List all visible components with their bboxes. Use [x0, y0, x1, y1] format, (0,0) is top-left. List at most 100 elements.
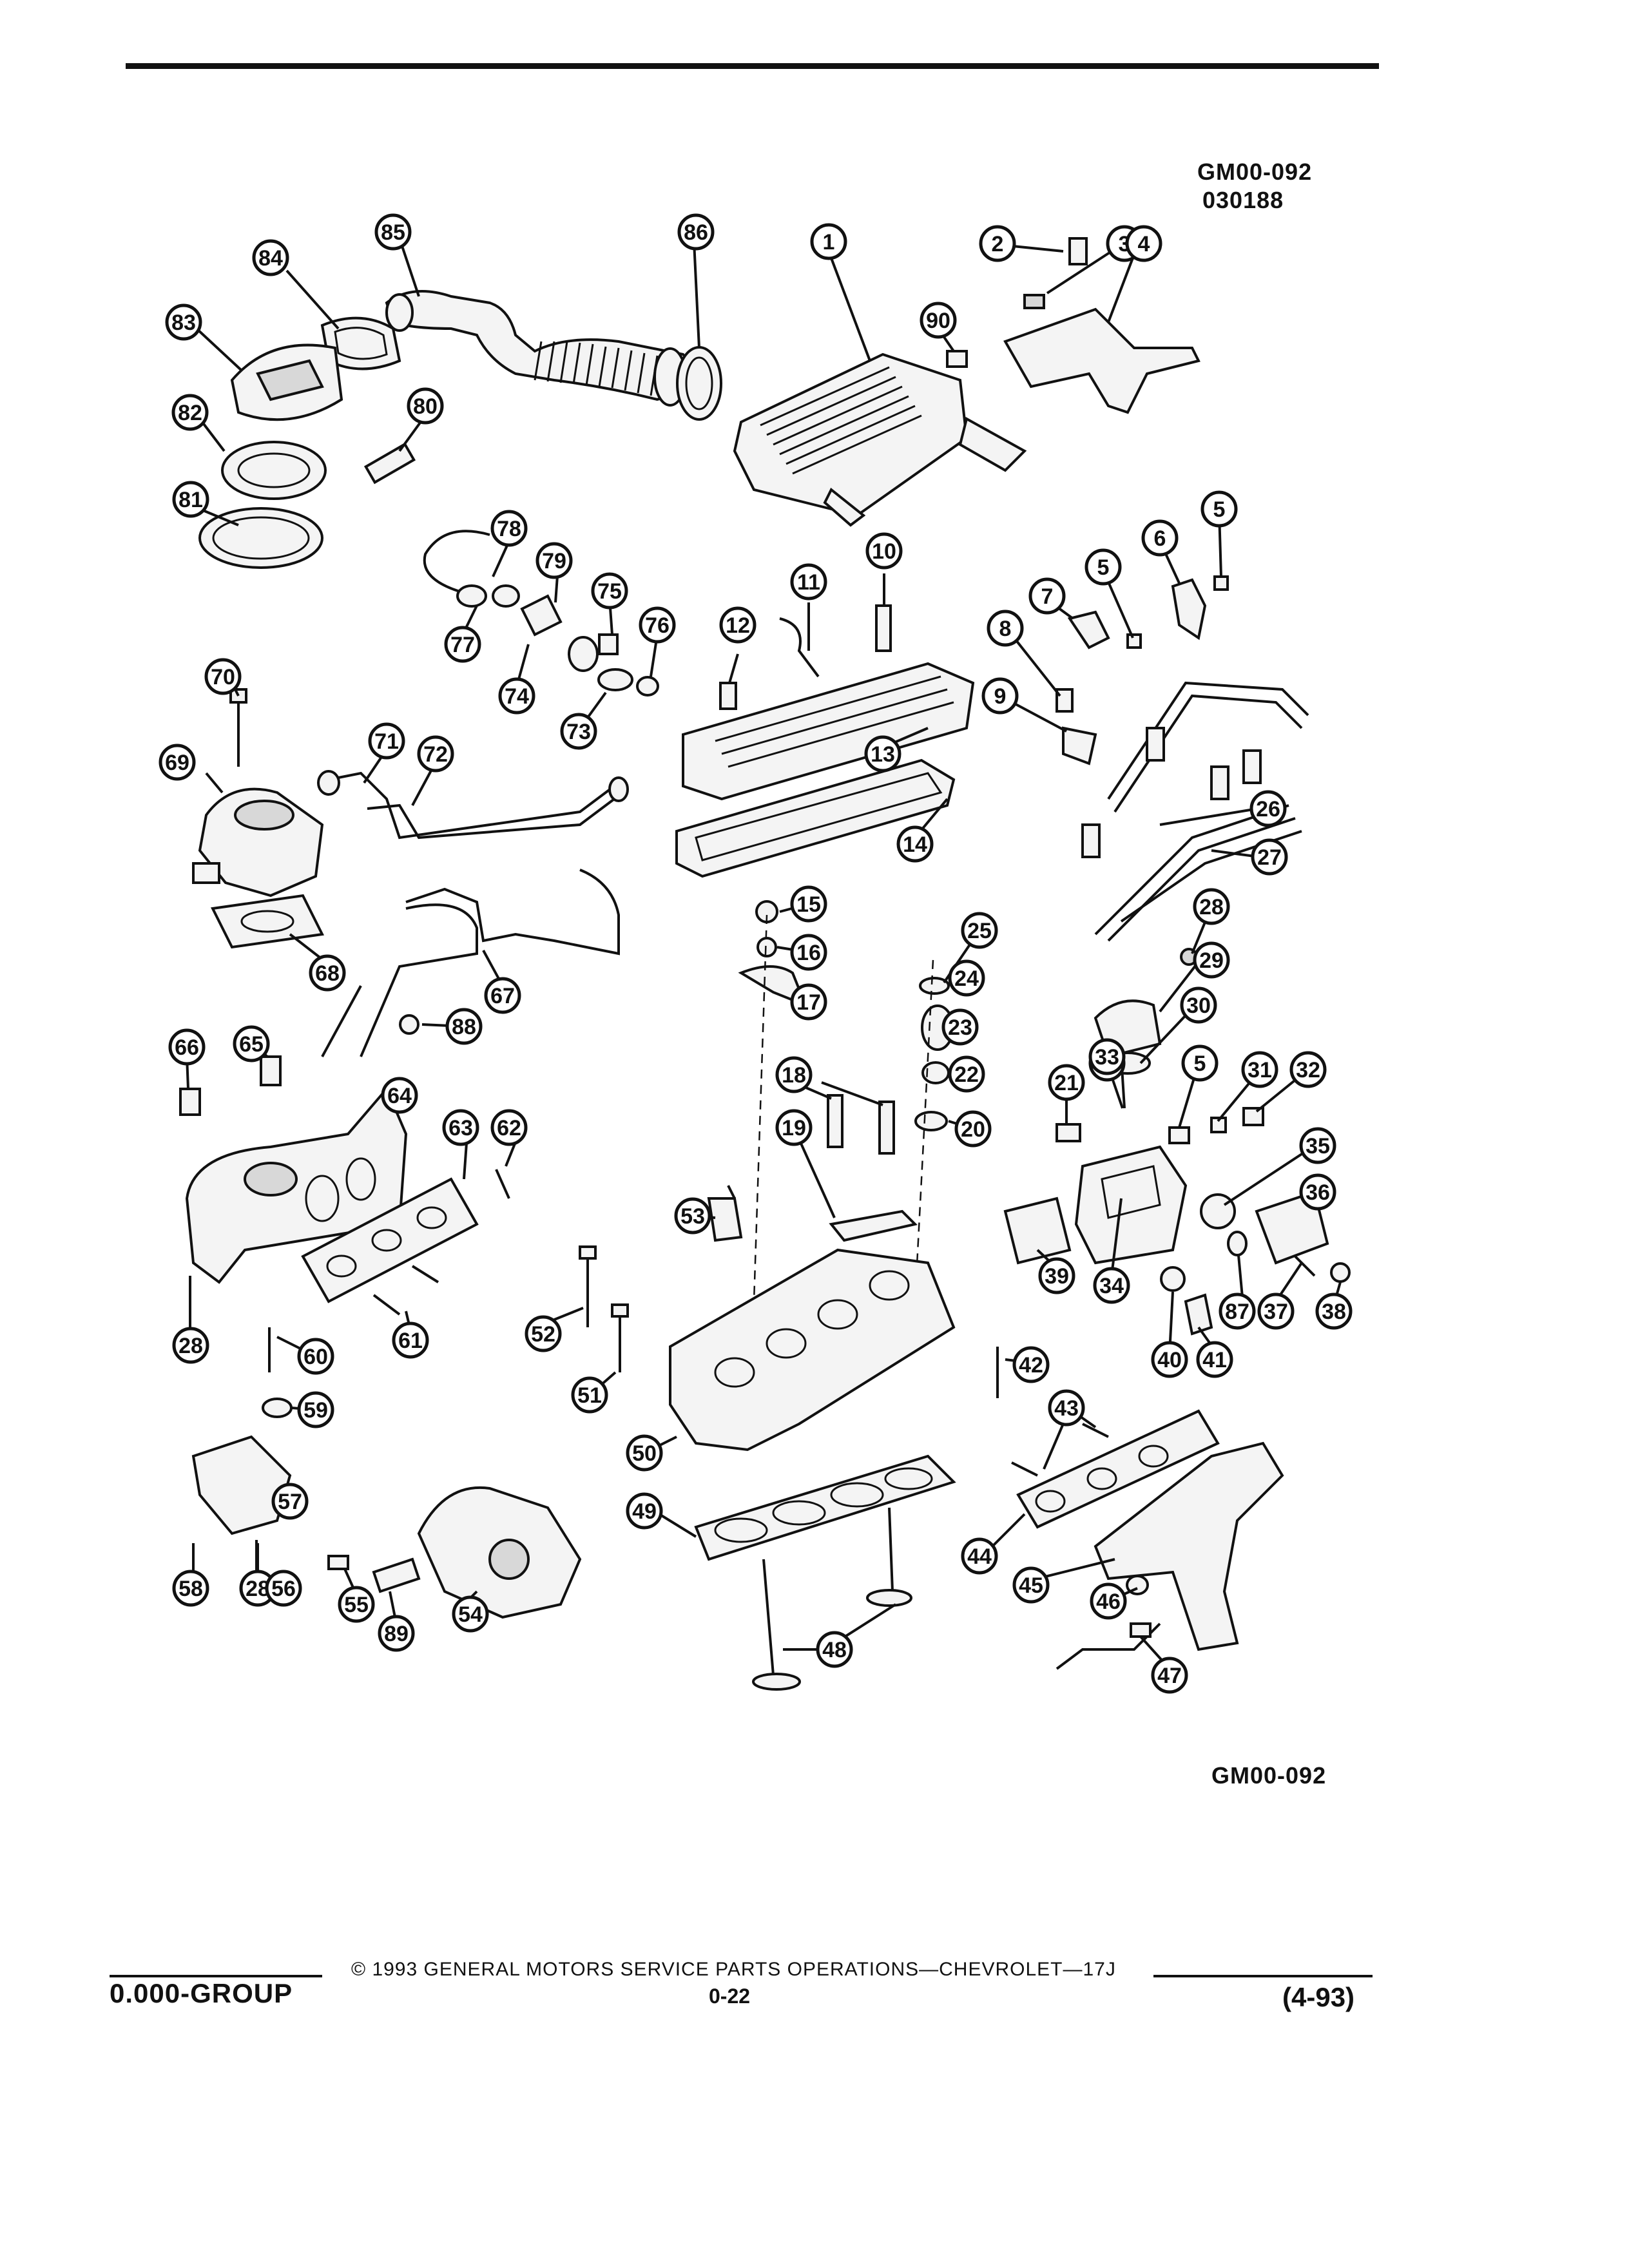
callout-label: 88: [452, 1015, 476, 1039]
callout-label: 31: [1248, 1058, 1272, 1082]
callout-label: 57: [278, 1490, 302, 1514]
callout-label: 35: [1306, 1134, 1330, 1158]
callout-20: 20: [954, 1110, 992, 1148]
callout-61: 61: [392, 1321, 429, 1359]
callout-46: 46: [1090, 1582, 1127, 1620]
callout-44: 44: [961, 1537, 998, 1575]
callout-label: 20: [961, 1117, 985, 1142]
callout-label: 80: [413, 394, 438, 419]
callout-label: 48: [822, 1638, 847, 1662]
callout-label: 32: [1296, 1058, 1320, 1082]
callout-24: 24: [948, 959, 985, 997]
callout-63: 63: [442, 1109, 479, 1146]
callout-52: 52: [525, 1315, 562, 1352]
callout-18: 18: [775, 1056, 813, 1093]
callout-circle: [941, 1008, 979, 1046]
footer-date: (4-93): [1282, 1982, 1355, 2012]
callout-label: 1: [823, 230, 835, 255]
callout-label: 18: [782, 1063, 806, 1088]
callout-label: 67: [490, 984, 515, 1008]
callout-label: 34: [1099, 1274, 1124, 1298]
callout-23: 23: [941, 1008, 979, 1046]
callout-circle: [1193, 888, 1230, 925]
callout-circle: [444, 626, 481, 663]
callout-circle: [775, 1109, 813, 1146]
callout-87: 87: [1219, 1293, 1256, 1330]
figure-code: GM00-092: [1197, 159, 1313, 185]
callout-35: 35: [1299, 1127, 1336, 1164]
callout-label: 56: [271, 1577, 296, 1601]
callout-71: 71: [368, 722, 405, 760]
callout-circle: [407, 387, 444, 425]
callout-circle: [368, 722, 405, 760]
callout-circle: [571, 1376, 608, 1414]
callout-label: 86: [684, 220, 708, 245]
callout-25: 25: [961, 912, 998, 949]
callout-circle: [1048, 1064, 1085, 1101]
callout-circle: [816, 1631, 853, 1668]
callout-42: 42: [1012, 1346, 1050, 1383]
callout-31: 31: [1241, 1051, 1278, 1088]
callout-label: 74: [505, 684, 529, 709]
callout-circle: [1219, 1293, 1256, 1330]
callout-label: 58: [178, 1577, 203, 1601]
callout-label: 53: [680, 1204, 705, 1229]
callout-13: 13: [864, 735, 901, 773]
callout-circle: [948, 959, 985, 997]
callout-circle: [790, 934, 827, 971]
callout-label: 19: [782, 1116, 806, 1140]
callout-circle: [1141, 519, 1179, 557]
callout-circle: [865, 532, 903, 570]
callout-80: 80: [407, 387, 444, 425]
callout-37: 37: [1257, 1293, 1295, 1330]
callout-circle: [297, 1338, 334, 1375]
callout-circle: [498, 677, 535, 715]
callout-19: 19: [775, 1109, 813, 1146]
callout-label: 28: [178, 1334, 203, 1358]
callout-circle: [265, 1570, 302, 1607]
callout-label: 52: [531, 1322, 555, 1347]
callout-label: 65: [239, 1032, 264, 1057]
callout-55: 55: [338, 1586, 375, 1623]
callout-90: 90: [920, 302, 957, 339]
callout-circle: [954, 1110, 992, 1148]
callout-51: 51: [571, 1376, 608, 1414]
callout-circle: [1251, 838, 1288, 876]
callout-label: 37: [1264, 1300, 1288, 1324]
callout-label: 24: [954, 966, 979, 991]
callout-77: 77: [444, 626, 481, 663]
callout-label: 71: [374, 729, 399, 754]
callout-circle: [1315, 1293, 1353, 1330]
callout-circle: [172, 481, 209, 518]
callout-2: 2: [979, 225, 1016, 262]
callout-circle: [719, 606, 757, 644]
callout-circle: [790, 563, 827, 601]
callout-41: 41: [1196, 1341, 1233, 1378]
callout-32: 32: [1289, 1051, 1327, 1088]
callout-label: 62: [497, 1116, 521, 1140]
callout-label: 47: [1157, 1664, 1182, 1688]
callout-89: 89: [378, 1615, 415, 1652]
callout-circle: [810, 223, 847, 260]
callout-circle: [168, 1028, 206, 1066]
callout-56: 56: [265, 1570, 302, 1607]
callout-circle: [252, 239, 289, 276]
callout-label: 21: [1054, 1071, 1079, 1095]
figure-code-bottom: GM00-092: [1211, 1762, 1327, 1789]
callout-label: 46: [1096, 1590, 1121, 1614]
callout-circle: [790, 983, 827, 1021]
callout-label: 69: [165, 751, 189, 775]
callout-circle: [445, 1008, 483, 1045]
callout-59: 59: [297, 1391, 334, 1428]
callout-circle: [309, 954, 346, 992]
callout-label: 45: [1019, 1573, 1043, 1598]
callout-88: 88: [445, 1008, 483, 1045]
callout-label: 54: [458, 1602, 483, 1627]
callout-circle: [864, 735, 901, 773]
callout-81: 81: [172, 481, 209, 518]
callout-label: 50: [632, 1441, 657, 1466]
callout-60: 60: [297, 1338, 334, 1375]
callout-75: 75: [591, 572, 628, 610]
callout-circle: [961, 1537, 998, 1575]
